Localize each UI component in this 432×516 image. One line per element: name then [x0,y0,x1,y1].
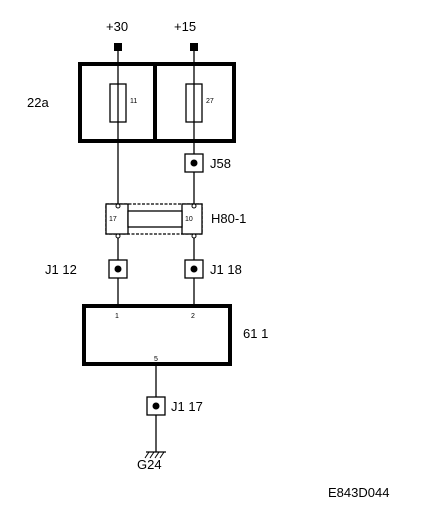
module-61 [82,304,232,366]
ground-icon [144,451,166,459]
terminal-30-square [114,43,122,51]
fuse-left-number: 11 [130,98,137,105]
fuse-right-number: 27 [206,98,214,105]
connector-j1-12-label: J1 12 [45,262,77,277]
connector-j1-18-label: J1 18 [210,262,242,277]
module-label: 61 1 [243,326,268,341]
connector-j1-17-label: J1 17 [171,399,203,414]
relay-pin-left: 17 [109,216,117,223]
connector-j58-label: J58 [210,156,231,171]
ground-label: G24 [137,457,162,472]
fuse-block-22a [78,62,236,143]
relay-label: H80-1 [211,211,246,226]
supply-label-15: +15 [174,19,196,34]
module-pin-left: 1 [115,313,119,320]
connector-j1-17 [146,396,166,416]
relay-pin-right: 10 [185,216,193,223]
module-pin-bottom: 5 [154,356,158,363]
relay-h80 [105,203,203,239]
fuse-block-label: 22a [27,95,49,110]
module-pin-right: 2 [191,313,195,320]
connector-j1-18 [184,259,204,279]
diagram-id: E843D044 [328,485,389,500]
connector-j1-12 [108,259,128,279]
connector-j58 [184,153,204,173]
supply-label-30: +30 [106,19,128,34]
terminal-15-square [190,43,198,51]
